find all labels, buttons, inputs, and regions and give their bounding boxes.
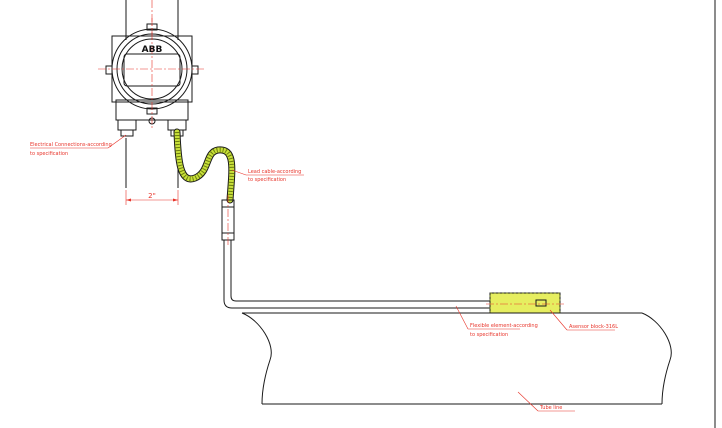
callout-flexible-element-line2: to specification — [470, 332, 508, 338]
transmitter-housing — [98, 18, 206, 137]
callout-lead-cable-line1: Lead cable-according — [248, 169, 301, 175]
callout-tube-line: Tube line — [539, 405, 562, 411]
callout-lead-cable-line2: to specification — [248, 177, 286, 183]
callout-electrical-line2: to specification — [30, 151, 68, 157]
callout-leaders — [30, 134, 615, 412]
callout-flexible-element-line1: Flexible element-according — [470, 323, 538, 329]
probe — [221, 195, 540, 309]
lead-cable — [173, 128, 236, 204]
callout-electrical-line1: Electrical Connections-according — [30, 142, 112, 148]
pipe-dimension — [125, 190, 179, 205]
callout-sensor-block: Asensor block-316L — [569, 324, 618, 330]
abb-logo: ABB — [142, 45, 163, 55]
sensor-block — [486, 292, 565, 314]
tube-line — [241, 312, 672, 405]
pipe-width-label: 2" — [148, 192, 156, 200]
